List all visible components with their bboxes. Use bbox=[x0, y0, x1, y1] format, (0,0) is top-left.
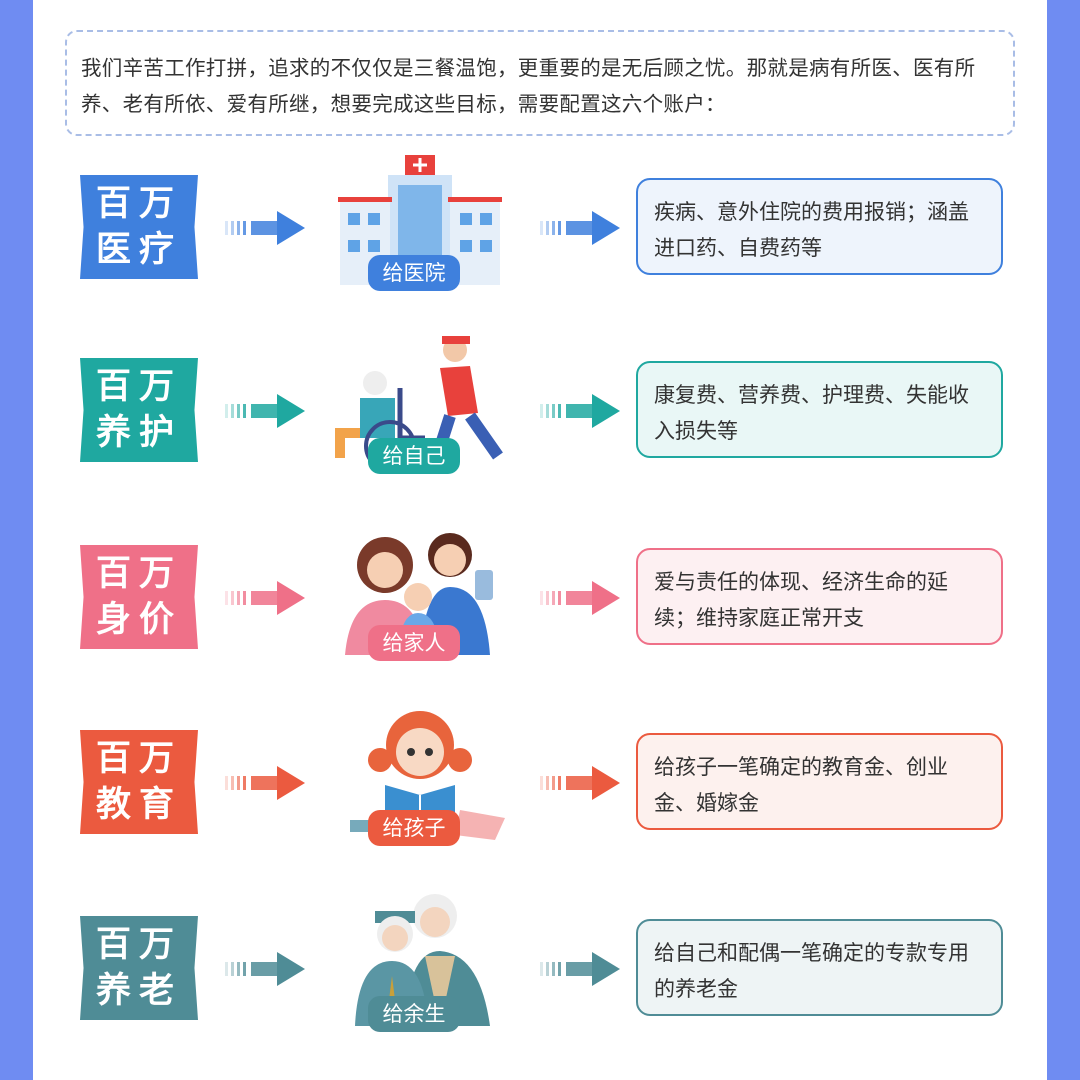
label-line-1: 百万 bbox=[95, 739, 182, 779]
label-line-1: 百万 bbox=[95, 367, 182, 407]
arrow-right-icon bbox=[225, 211, 305, 245]
arrow-right-icon bbox=[540, 394, 620, 428]
label-line-2: 养老 bbox=[95, 971, 182, 1011]
arrow-right-icon bbox=[225, 766, 305, 800]
account-label: 百万养老 bbox=[80, 916, 198, 1020]
account-label: 百万养护 bbox=[80, 358, 198, 462]
arrow-right-icon bbox=[225, 581, 305, 615]
recipient-tag: 给余生 bbox=[368, 996, 460, 1032]
recipient-tag: 给自己 bbox=[368, 438, 460, 474]
account-row: 百万教育 给孩子 给孩子一笔确定的教育金、创业金、婚嫁金 bbox=[0, 711, 1080, 880]
description-box: 爱与责任的体现、经济生命的延续；维持家庭正常开支 bbox=[636, 548, 1003, 645]
account-label: 百万医疗 bbox=[80, 175, 198, 279]
arrow-right-icon bbox=[540, 766, 620, 800]
account-row: 百万养老 给余生 给自己和配偶一笔确定的专款专用的养老金 bbox=[0, 894, 1080, 1066]
account-row: 百万养护 给自己 康复费、营养费、护理费、失能收入损失等 bbox=[0, 336, 1080, 508]
arrow-right-icon bbox=[225, 394, 305, 428]
label-line-2: 医疗 bbox=[95, 230, 182, 270]
recipient-tag: 给家人 bbox=[368, 625, 460, 661]
label-line-2: 教育 bbox=[95, 785, 182, 825]
account-label: 百万教育 bbox=[80, 730, 198, 834]
recipient-tag: 给医院 bbox=[368, 255, 460, 291]
label-line-1: 百万 bbox=[95, 184, 182, 224]
arrow-right-icon bbox=[225, 952, 305, 986]
description-box: 给自己和配偶一笔确定的专款专用的养老金 bbox=[636, 919, 1003, 1016]
label-line-2: 养护 bbox=[95, 413, 182, 453]
intro-text: 我们辛苦工作打拼，追求的不仅仅是三餐温饱，更重要的是无后顾之忧。那就是病有所医、… bbox=[65, 30, 1015, 136]
arrow-right-icon bbox=[540, 581, 620, 615]
description-box: 疾病、意外住院的费用报销；涵盖进口药、自费药等 bbox=[636, 178, 1003, 275]
account-row: 百万身价 给家人 爱与责任的体现、经济生命的延续；维持家庭正常开支 bbox=[0, 533, 1080, 695]
account-row: 百万医疗 给医院 疾病、意外住院的费用报销；涵盖进口药、自费药等 bbox=[0, 155, 1080, 325]
description-box: 康复费、营养费、护理费、失能收入损失等 bbox=[636, 361, 1003, 458]
label-line-2: 身价 bbox=[95, 600, 182, 640]
arrow-right-icon bbox=[540, 211, 620, 245]
family-icon bbox=[345, 533, 493, 655]
label-line-1: 百万 bbox=[95, 925, 182, 965]
label-line-1: 百万 bbox=[95, 554, 182, 594]
description-box: 给孩子一笔确定的教育金、创业金、婚嫁金 bbox=[636, 733, 1003, 830]
arrow-right-icon bbox=[540, 952, 620, 986]
recipient-tag: 给孩子 bbox=[368, 810, 460, 846]
account-label: 百万身价 bbox=[80, 545, 198, 649]
